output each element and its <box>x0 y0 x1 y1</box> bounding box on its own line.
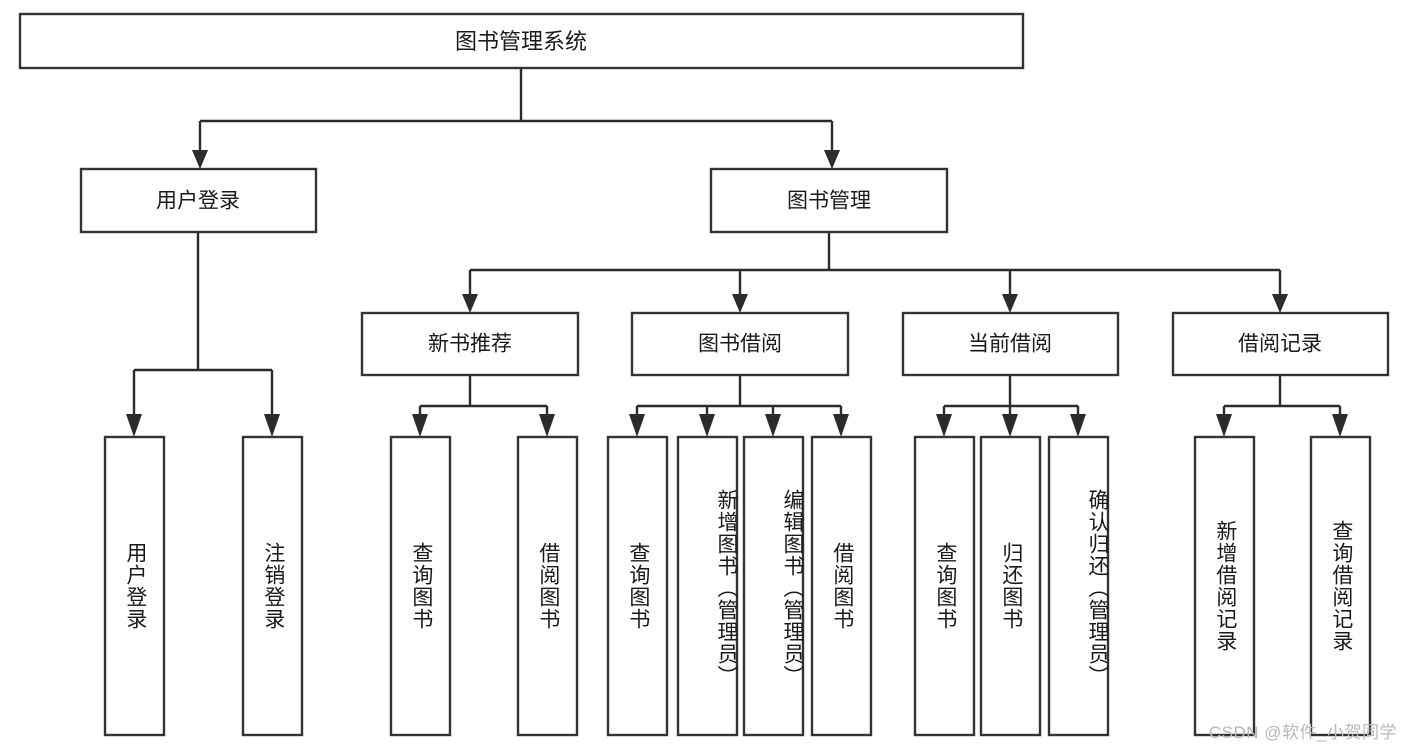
leaf-box-logout[interactable] <box>241 435 304 737</box>
leaf-box-cb-return-book[interactable] <box>979 435 1042 737</box>
arrow-head-leaf-bb-borrow <box>833 414 849 437</box>
arrow-head-leaf-bb-add <box>699 414 715 437</box>
csdn-watermark: CSDN @软件_小贺同学 <box>1208 723 1397 742</box>
arrow-head-leaf-user-login <box>126 414 142 437</box>
leaf-box-nb-query-book[interactable] <box>389 435 452 737</box>
node-root-system-box[interactable] <box>18 12 1025 70</box>
connectors-borrow-record-to-leaves <box>1216 375 1348 437</box>
node-new-book-recommend-box[interactable] <box>360 311 580 377</box>
arrow-head-leaf-br-query <box>1332 414 1348 437</box>
connectors-root-to-level2 <box>192 68 840 169</box>
leaf-box-nb-borrow-book[interactable] <box>516 435 579 737</box>
node-current-borrow-box[interactable] <box>901 311 1120 377</box>
arrow-head-leaf-nb-query <box>412 414 428 437</box>
arrow-head-leaf-cb-return <box>1002 414 1018 437</box>
leaf-box-bb-query-book[interactable] <box>606 435 669 737</box>
connectors-book-borrow-to-leaves <box>629 375 849 437</box>
leaf-box-bb-add-book[interactable] <box>676 435 739 737</box>
node-book-borrow-label: 图书借阅 <box>698 333 782 356</box>
node-root-system-label: 图书管理系统 <box>455 29 587 54</box>
arrow-head-leaf-logout <box>264 414 280 437</box>
arrow-head-leaf-cb-confirm <box>1070 414 1086 437</box>
node-borrow-record[interactable]: 借阅记录 <box>1171 311 1390 377</box>
arrow-head-book-borrow <box>732 294 748 313</box>
arrow-head-user-login <box>192 150 208 169</box>
arrow-head-leaf-nb-borrow <box>539 414 555 437</box>
node-new-book-recommend-label: 新书推荐 <box>428 333 512 356</box>
leaf-box-bb-borrow-book[interactable] <box>810 435 873 737</box>
arrow-head-new-book <box>462 294 478 313</box>
arrow-head-leaf-bb-edit <box>765 414 781 437</box>
leaf-box-user-login[interactable] <box>103 435 166 737</box>
leaf-box-cb-query-book[interactable] <box>913 435 976 737</box>
connectors-user-login-to-leaves <box>126 232 280 437</box>
arrow-head-leaf-cb-query <box>936 414 952 437</box>
node-book-borrow-box[interactable] <box>630 311 850 377</box>
node-book-manage-label: 图书管理 <box>787 190 871 213</box>
node-current-borrow[interactable]: 当前借阅 <box>901 311 1120 377</box>
leaf-box-br-query-record[interactable] <box>1309 435 1372 737</box>
connectors-new-book-to-leaves <box>412 375 555 437</box>
arrow-head-leaf-bb-query <box>629 414 645 437</box>
leaf-box-cb-confirm-return[interactable] <box>1047 435 1110 737</box>
node-user-login-label: 用户登录 <box>156 190 240 213</box>
node-root-system[interactable]: 图书管理系统 <box>18 12 1025 70</box>
connectors-book-manage-to-level3 <box>462 232 1288 313</box>
node-book-borrow[interactable]: 图书借阅 <box>630 311 850 377</box>
connectors-current-borrow-to-leaves <box>936 375 1086 437</box>
arrow-head-book-manage <box>824 150 840 169</box>
leaf-box-bb-edit-book[interactable] <box>742 435 805 737</box>
arrow-head-current-borrow <box>1002 294 1018 313</box>
node-new-book-recommend[interactable]: 新书推荐 <box>360 311 580 377</box>
node-current-borrow-label: 当前借阅 <box>968 333 1052 356</box>
leaf-box-br-add-record[interactable] <box>1193 435 1256 737</box>
node-borrow-record-box[interactable] <box>1171 311 1390 377</box>
arrow-head-borrow-record <box>1272 294 1288 313</box>
node-book-manage[interactable]: 图书管理 <box>709 167 949 234</box>
arrow-head-leaf-br-add <box>1216 414 1232 437</box>
node-user-login[interactable]: 用户登录 <box>79 167 318 234</box>
node-borrow-record-label: 借阅记录 <box>1238 333 1322 356</box>
node-book-manage-box[interactable] <box>709 167 949 234</box>
node-user-login-box[interactable] <box>79 167 318 234</box>
